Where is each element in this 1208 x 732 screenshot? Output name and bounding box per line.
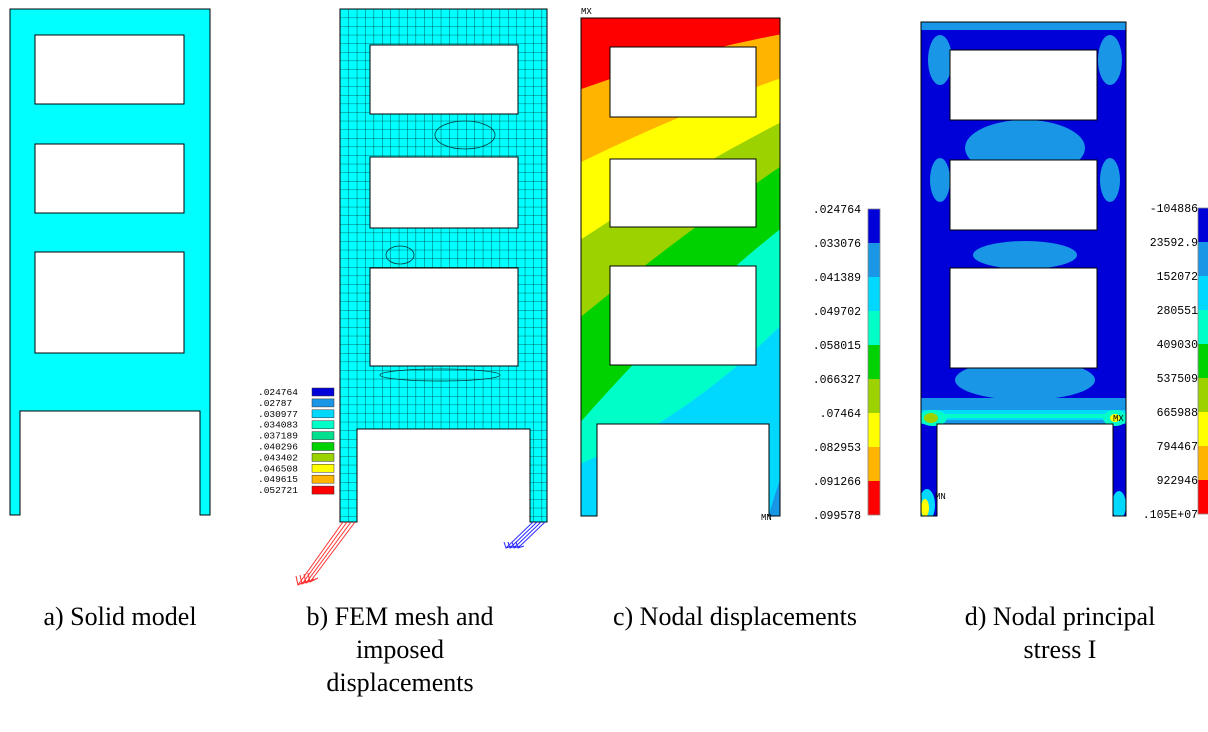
mesh-legend-value: .037189: [258, 431, 298, 442]
mesh-legend-swatch: [311, 485, 335, 495]
legend-swatch: [868, 481, 880, 515]
legend-swatch: [868, 379, 880, 413]
legend-frame: [867, 208, 881, 516]
caption-line: c) Nodal displacements: [612, 602, 858, 631]
mesh-legend-value: .024764: [258, 387, 298, 398]
fem-mesh-figure: .024764.02787.030977.034083.037189.04029…: [258, 8, 548, 586]
legend-value: .066327: [813, 374, 861, 387]
legend-swatch: [868, 413, 880, 447]
imposed-displacement-arrows-right: [503, 521, 546, 549]
legend-value: 665988: [1157, 407, 1199, 420]
mesh-legend-value: .034083: [258, 420, 298, 431]
legend-swatch: [1198, 310, 1208, 344]
legend-value: 409030: [1157, 339, 1199, 352]
legend-swatch: [1198, 242, 1208, 276]
mesh-legend-value: .02787: [258, 398, 292, 409]
legend-value: 152072: [1157, 271, 1199, 284]
min-marker: MN: [761, 513, 772, 523]
mesh-legend-swatch: [311, 409, 335, 419]
legend-value: .024764: [813, 204, 861, 217]
legend-swatch: [1198, 344, 1208, 378]
legend-swatch: [1198, 446, 1208, 480]
solid-model-figure: [9, 8, 211, 516]
legend-swatch: [868, 277, 880, 311]
mesh-legend-value: .049615: [258, 474, 298, 485]
legend-value: .07464: [820, 408, 862, 421]
mesh-legend-swatch: [311, 398, 335, 408]
legend-swatch: [868, 311, 880, 345]
legend-value: .082953: [813, 442, 861, 455]
legend-value: .041389: [813, 272, 861, 285]
legend-value: .033076: [813, 238, 861, 251]
mesh-legend-value: .046508: [258, 463, 298, 474]
caption-line: d) Nodal principal: [964, 602, 1156, 631]
mesh-legend-value: .030977: [258, 409, 298, 420]
caption-line: a) Solid model: [43, 602, 197, 631]
mesh-legend-value: .043402: [258, 452, 298, 463]
caption-line: imposed: [355, 635, 445, 664]
displacement-legend: .024764 .033076 .041389 .049702 .058015 .0663…: [813, 204, 881, 523]
caption-line: b) FEM mesh and: [306, 602, 494, 631]
stress-legend: -104886 23592.9 152072 280551 409030 537509 66…: [1143, 203, 1208, 522]
legend-swatch: [868, 209, 880, 243]
caption-line: displacements: [326, 668, 474, 697]
legend-value: 537509: [1157, 373, 1199, 386]
legend-swatch: [1198, 208, 1208, 242]
mesh-legend-swatch: [311, 387, 335, 397]
max-marker: MX: [1113, 414, 1124, 424]
caption-solid-model: a) Solid model: [0, 600, 240, 633]
legend-swatch: [1198, 378, 1208, 412]
legend-swatch: [868, 243, 880, 277]
legend-value: .105E+07: [1143, 509, 1198, 522]
mesh-legend-swatch: [311, 464, 335, 473]
stress-figure: MX MN -104886 23592.9 152072 280551 409030 53…: [920, 21, 1208, 522]
legend-swatch: [1198, 480, 1208, 514]
legend-value: 280551: [1157, 305, 1199, 318]
legend-value: .049702: [813, 306, 861, 319]
legend-value: -104886: [1150, 203, 1198, 216]
legend-value: .091266: [813, 476, 861, 489]
legend-value: .099578: [813, 510, 861, 523]
max-marker: MX: [581, 7, 592, 17]
mesh-legend-swatch: [311, 442, 335, 451]
mesh-legend: .024764.02787.030977.034083.037189.04029…: [258, 387, 335, 496]
legend-swatch: [1198, 276, 1208, 310]
displacement-figure: MX MN .024764 .033076 .041389 .049702 .05801…: [580, 7, 881, 523]
caption-nodal-displacements: c) Nodal displacements: [570, 600, 900, 633]
caption-fem-mesh: b) FEM mesh and imposed displacements: [265, 600, 535, 699]
legend-value: 922946: [1157, 475, 1199, 488]
stress-contours: [921, 22, 1126, 516]
legend-swatch: [868, 447, 880, 481]
legend-frame: [1197, 207, 1208, 515]
legend-value: .058015: [813, 340, 861, 353]
mesh-legend-swatch: [311, 453, 335, 462]
mesh-legend-swatch: [311, 474, 335, 484]
mesh-legend-value: .040296: [258, 442, 298, 453]
mesh-legend-swatch: [311, 420, 335, 429]
legend-swatch: [1198, 412, 1208, 446]
caption-line: stress I: [1023, 635, 1097, 664]
caption-nodal-stress: d) Nodal principal stress I: [925, 600, 1195, 666]
imposed-displacement-arrows-left: [295, 521, 356, 586]
fem-mesh: [339, 8, 548, 523]
mesh-legend-swatch: [311, 431, 335, 440]
legend-swatch: [868, 345, 880, 379]
legend-value: 23592.9: [1150, 237, 1198, 250]
mesh-legend-value: .052721: [258, 485, 298, 496]
min-marker: MN: [935, 492, 946, 502]
legend-value: 794467: [1157, 441, 1198, 454]
